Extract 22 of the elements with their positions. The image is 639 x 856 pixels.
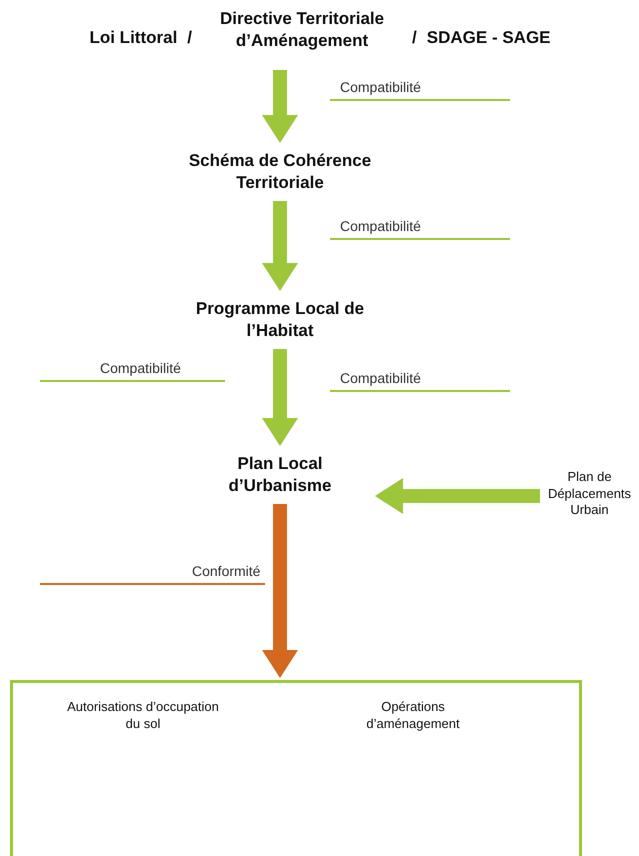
node-text: Opérations d’aménagement (365, 699, 461, 733)
edge-label: Compatibilité (340, 218, 421, 234)
block-arrow (262, 349, 298, 446)
outline-box (10, 680, 582, 856)
block-arrow (262, 201, 298, 291)
node-title: Programme Local de l’Habitat (194, 298, 366, 342)
node-text: Autorisations d’occupation du sol (66, 699, 220, 733)
node-title: Schéma de Cohérence Territoriale (188, 150, 372, 194)
block-arrow (262, 70, 298, 143)
node-title: Plan Local d’Urbanisme (228, 452, 332, 497)
block-arrow (375, 478, 540, 514)
side-label: Compatibilité (100, 360, 181, 376)
node-title: Loi Littoral (89, 26, 178, 49)
edge-label: Compatibilité (340, 370, 421, 386)
node-title: SDAGE - SAGE (426, 26, 551, 49)
node-title: Directive Territoriale d’Aménagement (218, 8, 386, 52)
node-title: / (187, 26, 192, 49)
edge-label: Conformité (192, 563, 260, 579)
node-text: Plan de Déplacements Urbain (546, 468, 632, 520)
edge-label: Compatibilité (340, 78, 421, 94)
block-arrow (262, 504, 298, 678)
node-title: / (412, 26, 417, 49)
